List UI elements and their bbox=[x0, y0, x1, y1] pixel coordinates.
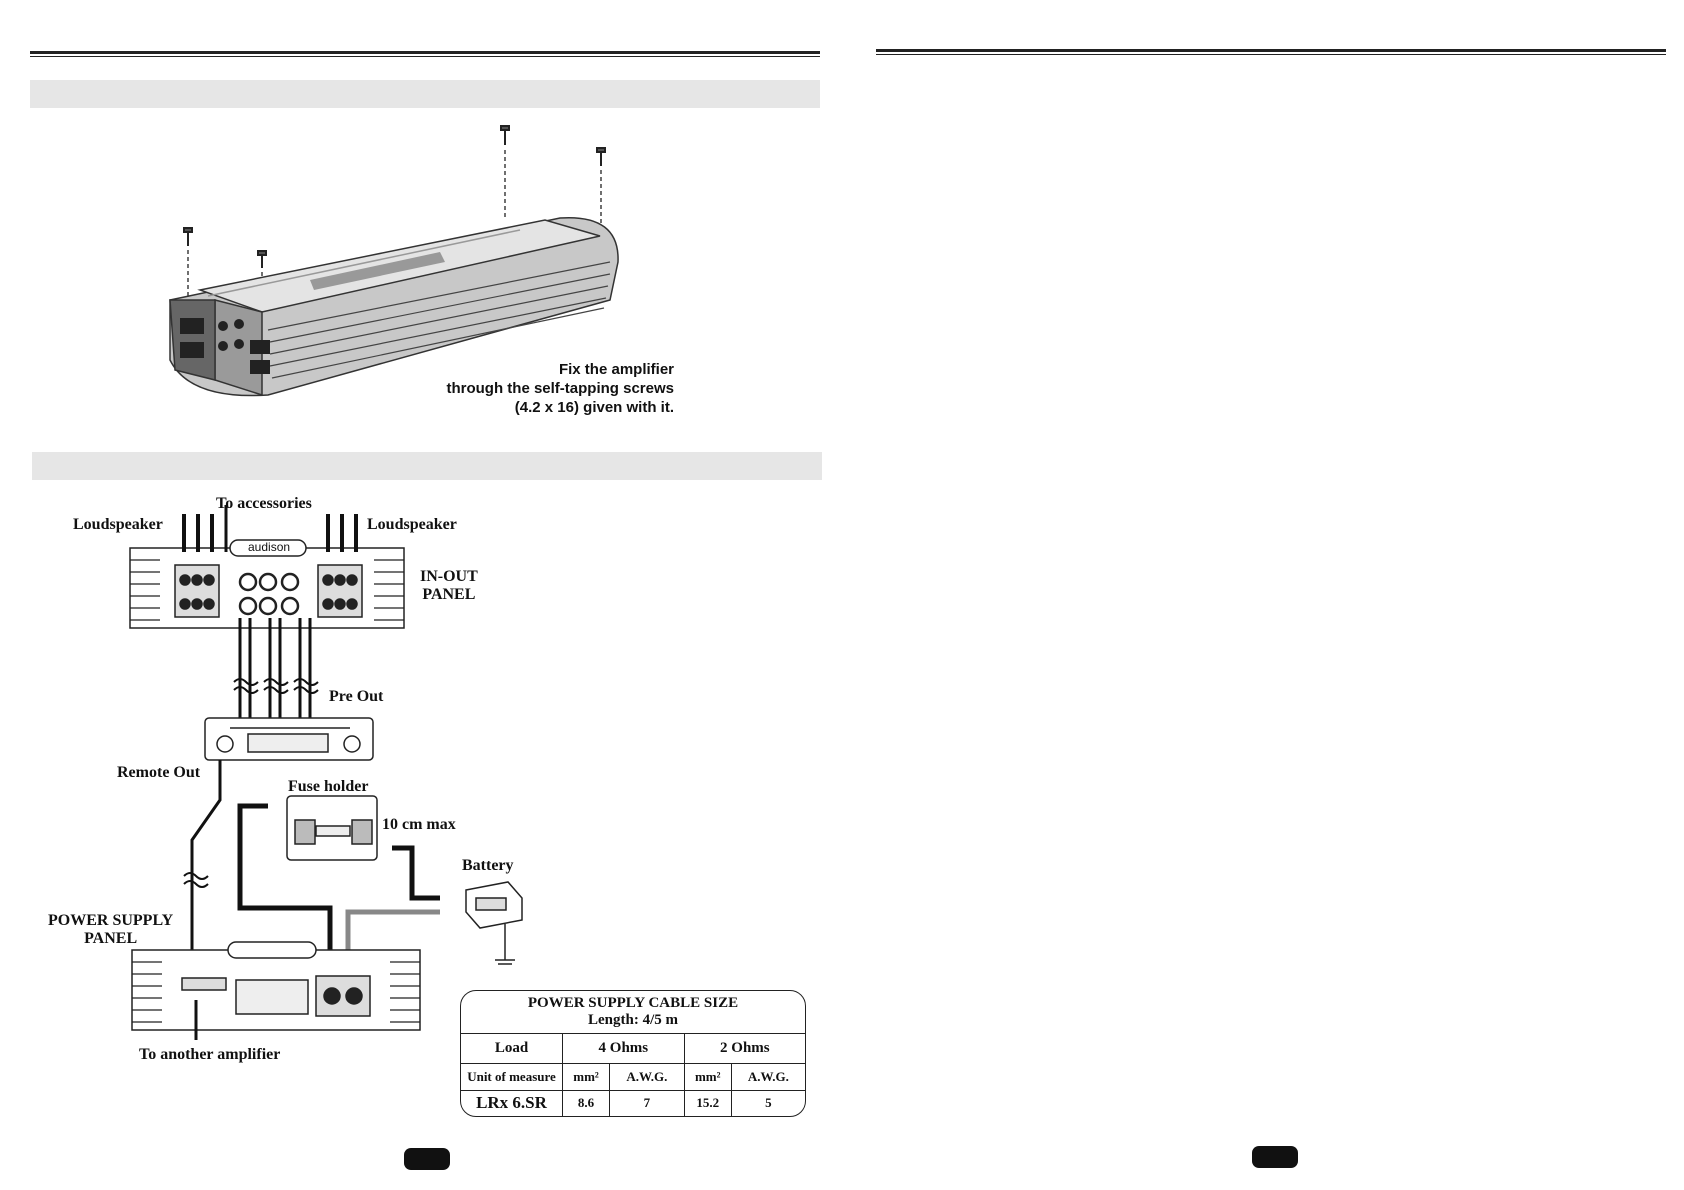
label-power-supply-panel: POWER SUPPLY PANEL bbox=[48, 912, 173, 948]
cable-table-value-4: 5 bbox=[730, 1089, 805, 1116]
section-bar-wiring bbox=[32, 452, 822, 480]
label-to-accessories: To accessories bbox=[216, 495, 312, 512]
head-unit bbox=[204, 717, 374, 761]
cable-table-unit-label: Unit of measure bbox=[461, 1062, 563, 1091]
label-ten-cm-max: 10 cm max bbox=[382, 816, 456, 833]
amplifier-power-panel bbox=[131, 941, 421, 1031]
cable-table-subtitle: Length: 4/5 m bbox=[588, 1011, 678, 1028]
brand-logo: audison bbox=[248, 540, 291, 554]
battery-icon bbox=[465, 881, 523, 929]
label-loudspeaker-left: Loudspeaker bbox=[73, 516, 163, 533]
page-tab-left bbox=[404, 1148, 450, 1170]
header-rule-left bbox=[30, 51, 820, 54]
mounting-instruction: Fix the amplifier through the self-tappi… bbox=[360, 360, 674, 417]
screw-icon bbox=[500, 125, 510, 145]
cable-table-awg-4ohm: A.W.G. bbox=[609, 1062, 685, 1091]
cable-table-2ohms: 2 Ohms bbox=[683, 1032, 805, 1064]
in-out-panel-line2: PANEL bbox=[422, 586, 476, 603]
label-battery: Battery bbox=[462, 857, 514, 874]
screw-icon bbox=[183, 227, 193, 246]
label-loudspeaker-right: Loudspeaker bbox=[367, 516, 457, 533]
cable-table-title-text: POWER SUPPLY CABLE SIZE bbox=[527, 994, 739, 1011]
cable-table-model: LRx 6.SR bbox=[461, 1089, 563, 1116]
header-rule-right-thin bbox=[876, 54, 1666, 55]
label-to-another-amplifier: To another amplifier bbox=[139, 1046, 281, 1063]
mounting-note-line2: through the self-tapping screws bbox=[446, 380, 674, 397]
screw-icon bbox=[257, 250, 267, 268]
label-remote-out: Remote Out bbox=[117, 764, 201, 781]
in-out-panel-line1: IN-OUT bbox=[420, 568, 478, 585]
section-bar-mounting bbox=[30, 80, 820, 108]
header-rule-right bbox=[876, 49, 1666, 52]
power-supply-panel-line2: PANEL bbox=[84, 930, 138, 947]
cable-table-mm2-4ohm: mm² bbox=[561, 1062, 611, 1091]
cable-table-title: POWER SUPPLY CABLE SIZE Length: 4/5 m bbox=[461, 991, 805, 1034]
cable-table-4ohms: 4 Ohms bbox=[562, 1032, 685, 1064]
cable-table-value-2: 7 bbox=[609, 1089, 685, 1116]
mounting-note-line1: Fix the amplifier bbox=[558, 361, 674, 378]
cable-table-load-label: Load bbox=[461, 1032, 563, 1064]
page-tab-right bbox=[1252, 1146, 1298, 1168]
cable-table-value-1: 8.6 bbox=[561, 1089, 611, 1116]
cable-table-awg-2ohm: A.W.G. bbox=[730, 1062, 805, 1091]
fuse-holder bbox=[286, 795, 378, 861]
power-supply-cable-table: POWER SUPPLY CABLE SIZE Length: 4/5 m Lo… bbox=[460, 990, 806, 1117]
label-in-out-panel: IN-OUT PANEL bbox=[420, 568, 478, 604]
power-supply-panel-line1: POWER SUPPLY bbox=[48, 912, 174, 929]
cable-table-value-3: 15.2 bbox=[683, 1089, 732, 1116]
mounting-note-line3: (4.2 x 16) given with it. bbox=[514, 399, 674, 416]
label-fuse-holder: Fuse holder bbox=[288, 778, 369, 795]
header-rule-left-thin bbox=[30, 56, 820, 57]
amplifier-in-out-panel bbox=[129, 539, 405, 629]
cable-table-mm2-2ohm: mm² bbox=[683, 1062, 732, 1091]
label-pre-out: Pre Out bbox=[329, 688, 384, 705]
screw-icon bbox=[596, 147, 606, 166]
